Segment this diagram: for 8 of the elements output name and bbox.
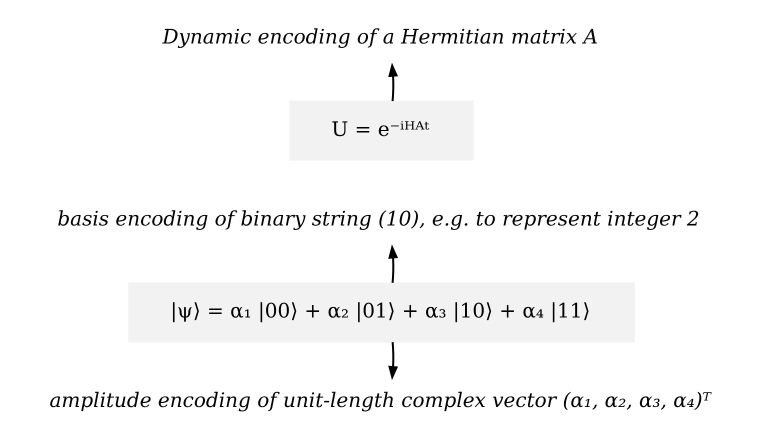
arrow	[388, 62, 398, 102]
node-text: amplitude encoding of unit-length complex vector (α₁, α₂, α₃, α₄)ᵀ	[48, 388, 710, 412]
arrow	[388, 244, 398, 283]
arrow	[388, 342, 398, 380]
node-text: basis encoding of binary string (10), e.g. to represent integer 2	[56, 206, 700, 230]
node-text: Dynamic encoding of a Hermitian matrix A	[162, 24, 598, 49]
node-box: U = e⁻ⁱᴴᴬᵗ	[288, 100, 474, 161]
node-box: |ψ⟩ = α₁ |00⟩ + α₂ |01⟩ + α₃ |10⟩ + α₄ |11⟩	[128, 282, 634, 342]
